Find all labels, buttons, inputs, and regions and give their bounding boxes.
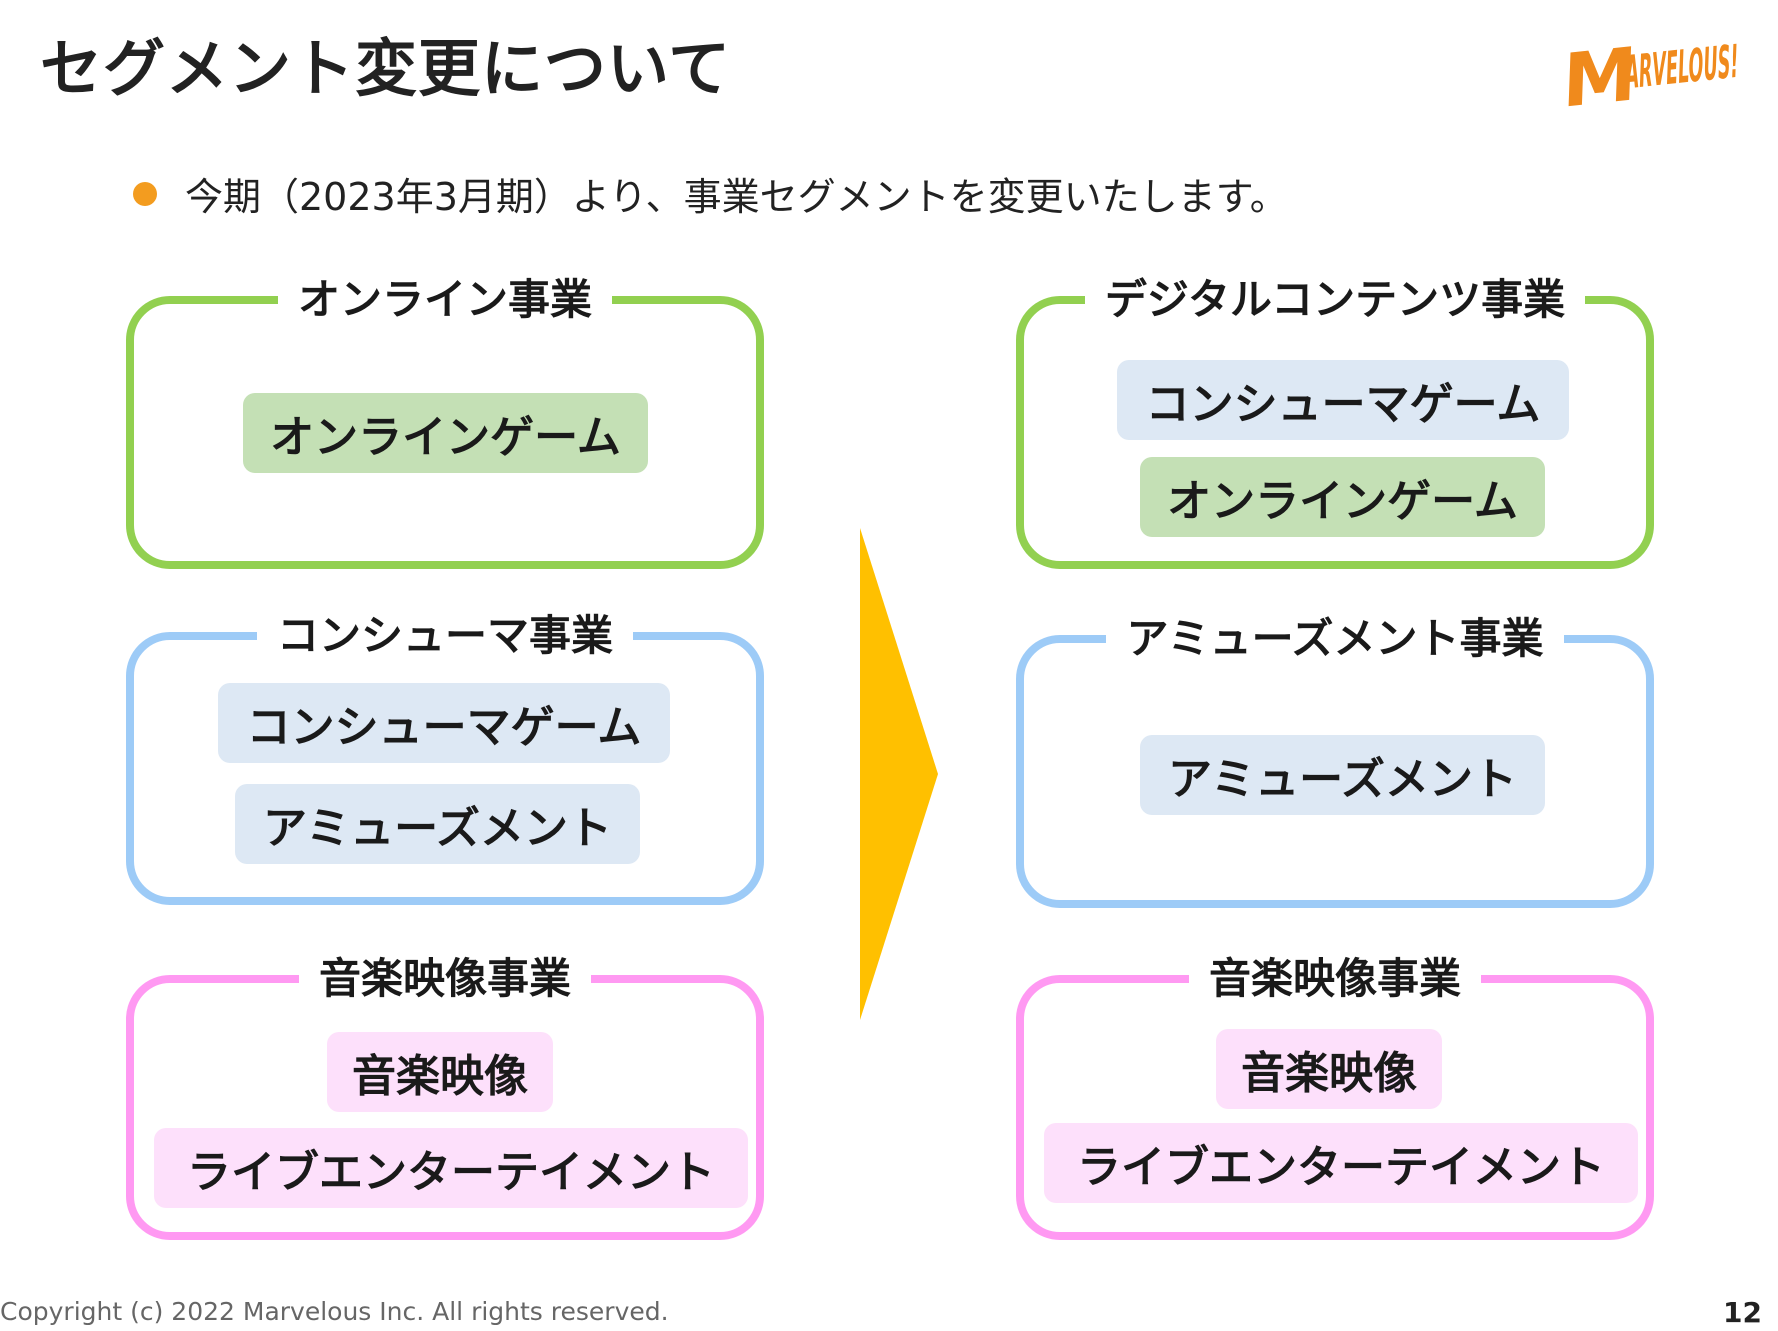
segment-item: コンシューマゲーム (1117, 360, 1569, 440)
segment-item: ライブエンターテイメント (154, 1128, 748, 1208)
segment-item: アミューズメント (235, 784, 640, 864)
arrow-right-icon (860, 528, 938, 1020)
bullet-text: 今期（2023年3月期）より、事業セグメントを変更いたします。 (185, 175, 1288, 219)
copyright-text: Copyright (c) 2022 Marvelous Inc. All ri… (0, 1297, 669, 1326)
bullet-item: 今期（2023年3月期）より、事業セグメントを変更いたします。 (133, 166, 1288, 221)
segment-digital-after: デジタルコンテンツ事業 コンシューマゲーム オンラインゲーム (1016, 271, 1654, 569)
segment-music-after: 音楽映像事業 音楽映像 ライブエンターテイメント (1016, 950, 1654, 1240)
segment-item: 音楽映像 (327, 1032, 553, 1112)
segment-item: 音楽映像 (1216, 1029, 1442, 1109)
segment-item: オンラインゲーム (1140, 457, 1545, 537)
segment-consumer-before: コンシューマ事業 コンシューマゲーム アミューズメント (126, 607, 764, 905)
segment-item: アミューズメント (1140, 735, 1545, 815)
segment-amusement-after: アミューズメント事業 アミューズメント (1016, 610, 1654, 908)
segment-title: オンライン事業 (277, 271, 612, 329)
segment-item: ライブエンターテイメント (1044, 1123, 1638, 1203)
marvelous-logo: M ARVELOUS! (1562, 31, 1739, 110)
segment-online-before: オンライン事業 オンラインゲーム (126, 271, 764, 569)
svg-text:M: M (1562, 31, 1638, 110)
page-title: セグメント変更について (40, 32, 732, 105)
svg-text:ARVELOUS!: ARVELOUS! (1624, 34, 1739, 99)
segment-title: デジタルコンテンツ事業 (1084, 271, 1586, 329)
segment-title: コンシューマ事業 (256, 607, 633, 665)
page-number: 12 (1723, 1296, 1762, 1329)
segment-title: アミューズメント事業 (1106, 610, 1564, 668)
bullet-dot-icon (133, 181, 157, 206)
segment-item: コンシューマゲーム (218, 683, 670, 763)
segment-music-before: 音楽映像事業 音楽映像 ライブエンターテイメント (126, 950, 764, 1240)
segment-title: 音楽映像事業 (1188, 950, 1481, 1008)
segment-item: オンラインゲーム (243, 393, 648, 473)
segment-title: 音楽映像事業 (298, 950, 591, 1008)
